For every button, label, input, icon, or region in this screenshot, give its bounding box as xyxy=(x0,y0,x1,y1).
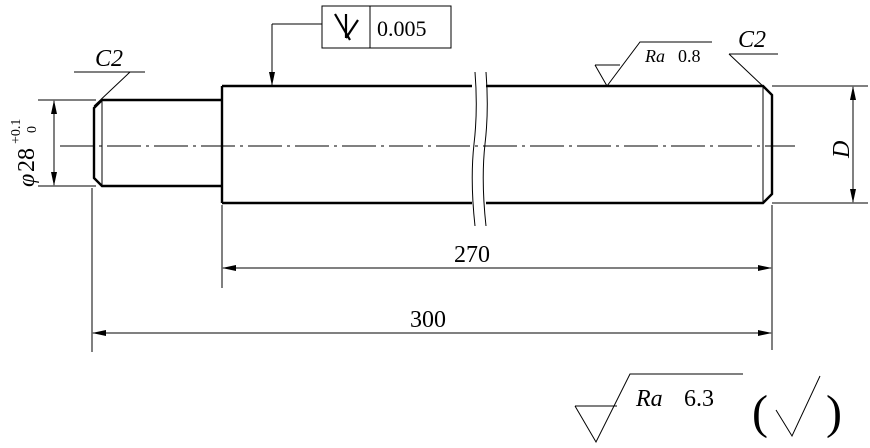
roughness-fine: Ra 0.8 xyxy=(594,41,712,87)
paren-open: ( xyxy=(752,386,768,439)
break-symbol xyxy=(471,71,488,227)
roughness-general-value: 6.3 xyxy=(684,386,714,412)
runout-frame: 0.005 xyxy=(269,5,452,86)
main-body-outline xyxy=(220,84,774,205)
chamfer-right-label: C2 xyxy=(738,27,766,53)
d-dimension: D xyxy=(772,85,868,204)
roughness-fine-value: 0.8 xyxy=(678,46,701,66)
tolerance-upper: +0.1 xyxy=(9,119,24,144)
roughness-general-symbol: Ra xyxy=(635,386,663,412)
shaft-body xyxy=(60,71,795,227)
length-dimension-300: 300 xyxy=(91,188,772,352)
diameter-d-label: D xyxy=(829,141,855,159)
left-step-outline xyxy=(92,98,222,188)
length-total-label: 300 xyxy=(410,307,446,333)
checkmark-icon xyxy=(775,375,821,438)
diameter-value: 28 xyxy=(14,148,40,172)
paren-close: ) xyxy=(826,386,842,439)
roughness-fine-symbol: Ra xyxy=(644,46,665,66)
length-dimension-270: 270 xyxy=(221,205,773,350)
chamfer-callout-right: C2 xyxy=(728,27,778,91)
roughness-general: Ra 6.3 ( ) xyxy=(574,373,842,444)
diameter-symbol: φ xyxy=(14,174,40,187)
tolerance-lower: 0 xyxy=(25,126,40,133)
diameter-dimension: φ 28 +0.1 0 xyxy=(9,99,96,187)
chamfer-callout-left: C2 xyxy=(74,46,145,107)
runout-value: 0.005 xyxy=(377,16,427,41)
length-inner-label: 270 xyxy=(454,242,490,268)
chamfer-left-label: C2 xyxy=(95,46,123,72)
runout-icon xyxy=(334,13,359,41)
